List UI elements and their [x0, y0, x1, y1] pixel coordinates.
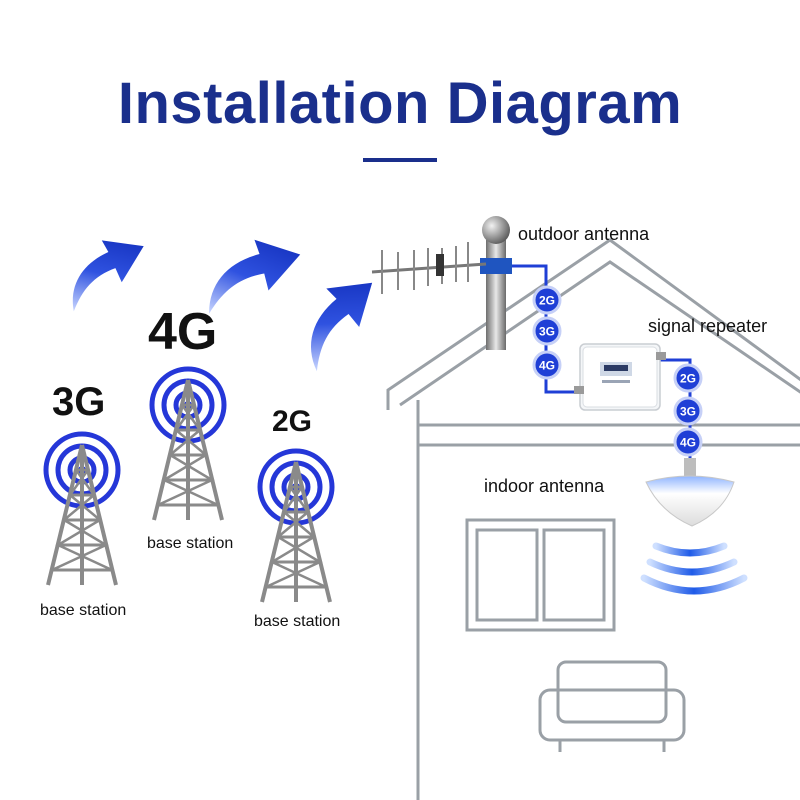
outdoor-antenna-label: outdoor antenna	[518, 224, 650, 244]
base-station-label: base station	[40, 602, 127, 619]
base-station-2g-tower-icon	[260, 451, 332, 604]
sofa	[538, 660, 686, 752]
band-badge-3g: 3G	[673, 396, 703, 426]
window	[465, 518, 616, 632]
signal-repeater-label: signal repeater	[648, 316, 768, 336]
base-station-label: base station	[147, 535, 234, 552]
page-title: Installation Diagram	[117, 71, 683, 136]
outdoor-antenna-icon	[371, 216, 512, 350]
signal-repeater-icon	[574, 343, 666, 411]
base-station-label: base station	[254, 613, 341, 630]
band-badge-4g: 4G	[673, 427, 703, 457]
band-badge-4g: 4G	[532, 350, 562, 380]
base-station-4g-tower-icon	[152, 369, 224, 522]
svg-text:2G: 2G	[539, 294, 555, 308]
station-generation-2g: 2G	[272, 405, 313, 438]
station-generation-3g: 3G	[52, 380, 106, 424]
svg-text:4G: 4G	[539, 359, 555, 373]
band-badge-3g: 3G	[532, 316, 562, 346]
title-underline	[363, 158, 437, 162]
indoor-signal-waves-icon	[640, 542, 748, 595]
indoor-antenna-icon	[645, 458, 735, 527]
band-badge-2g: 2G	[673, 363, 703, 393]
svg-text:4G: 4G	[680, 436, 696, 450]
svg-text:3G: 3G	[539, 325, 555, 339]
signal-arrow-icon	[281, 265, 396, 372]
signal-arrow-icon	[54, 227, 157, 312]
base-station-3g-tower-icon	[46, 434, 118, 587]
station-generation-4g: 4G	[148, 303, 218, 361]
svg-text:2G: 2G	[680, 372, 696, 386]
svg-text:3G: 3G	[680, 405, 696, 419]
band-badge-2g: 2G	[532, 285, 562, 315]
indoor-antenna-label: indoor antenna	[484, 476, 605, 496]
